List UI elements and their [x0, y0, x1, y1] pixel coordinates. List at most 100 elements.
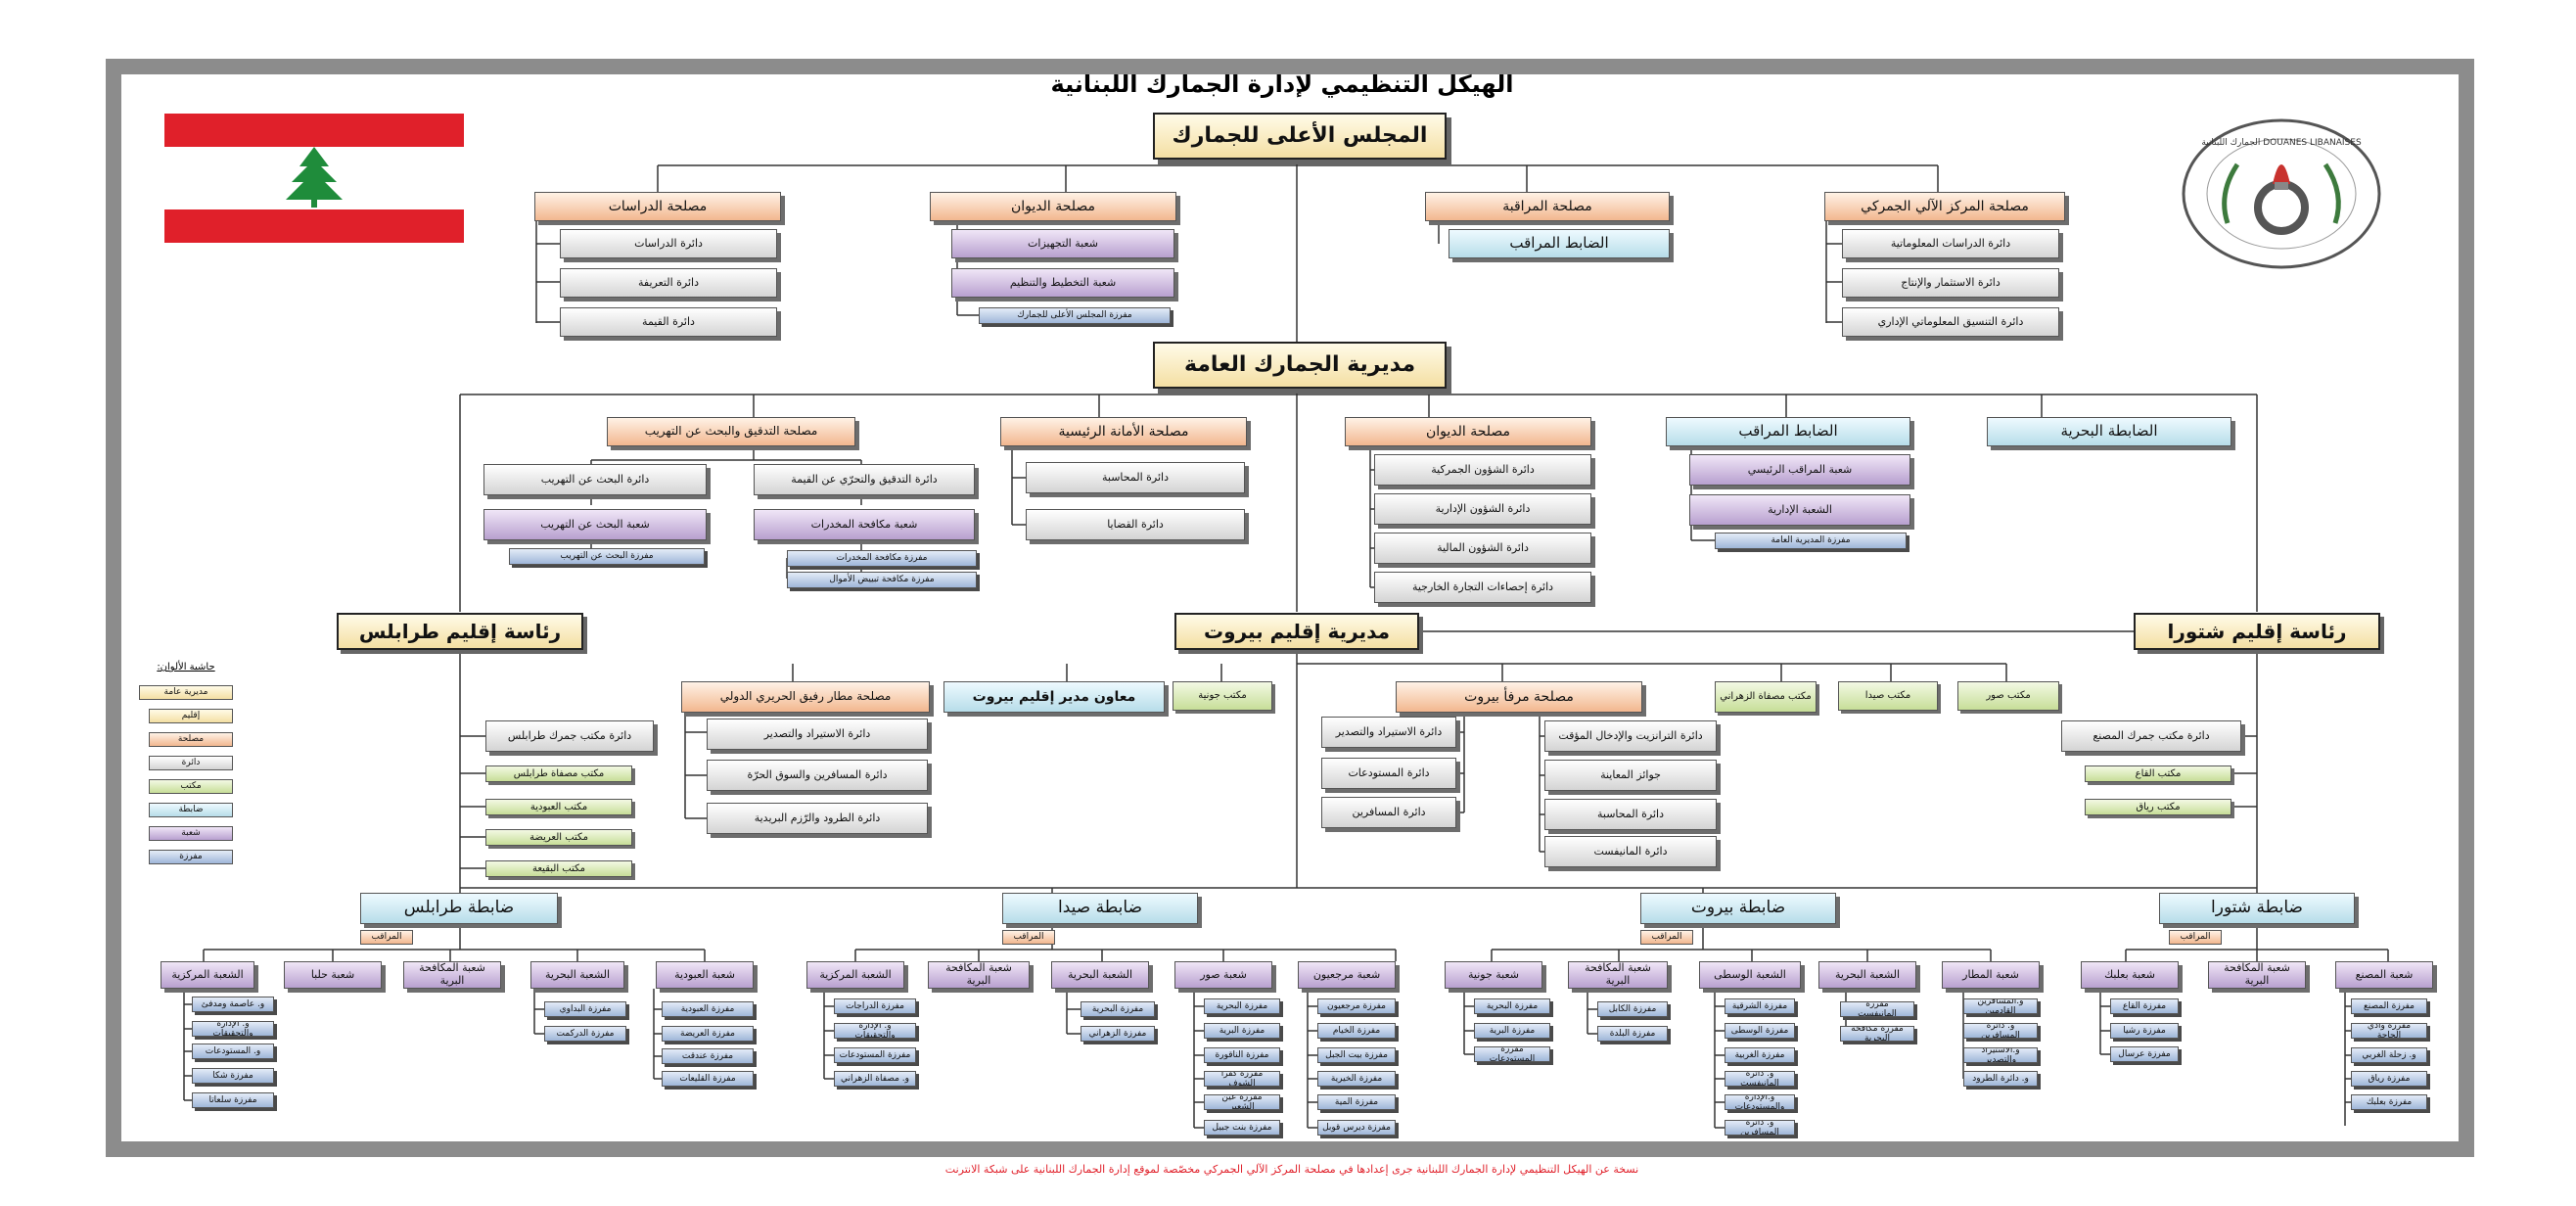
tripoli-section[interactable]: شعبة المكافحة البرية — [403, 961, 501, 989]
tripoli-section[interactable]: شعبة العبودية — [656, 961, 754, 989]
saida-detachment[interactable]: و. الإدارة والتحقيقات — [834, 1023, 916, 1039]
saida-detachment[interactable]: مفرزة الزهراني — [1081, 1026, 1155, 1042]
beirut-detachment[interactable]: و. دائرة المسافرين — [1725, 1120, 1795, 1136]
saida-detachment[interactable]: مفرزة مرجعيون — [1317, 998, 1396, 1014]
audit-right-item[interactable]: دائرة التدقيق والتحرّي عن القيمة — [754, 464, 975, 495]
beirut-detachment[interactable]: مفرزة البحرية — [1474, 998, 1550, 1014]
diwan-service[interactable]: مصلحة الديوان — [1345, 417, 1591, 446]
port-left-item[interactable]: دائرة المسافرين — [1321, 797, 1456, 828]
computer-item[interactable]: دائرة الاستثمار والإنتاج — [1842, 268, 2059, 298]
chtaura-detachment[interactable]: مفرزة رشيا — [2110, 1023, 2179, 1039]
tripoli-section[interactable]: شعبة حلبا — [284, 961, 382, 989]
tripoli-section[interactable]: الشعبة البحرية — [530, 961, 624, 989]
tripoli-customs-office[interactable]: دائرة مكتب جمرك طرابلس — [485, 720, 654, 752]
chtaura-brigade-sub[interactable]: المراقب — [2169, 930, 2222, 945]
chtaura-office-item[interactable]: مكتب رياق — [2085, 799, 2231, 815]
beirut-section[interactable]: شعبة المطار — [1942, 961, 2040, 989]
tripoli-detachment[interactable]: مفرزة الدركمت — [544, 1026, 626, 1042]
saida-detachment[interactable]: مفرزة البحرية — [1204, 998, 1280, 1014]
studies-item[interactable]: دائرة الدراسات — [560, 229, 777, 258]
beirut-deputy-director[interactable]: معاون مدير إقليم بيروت — [943, 681, 1165, 713]
chtaura-brigade[interactable]: ضابطة شتورا — [2159, 893, 2355, 924]
supreme-council[interactable]: المجلس الأعلى للجمارك — [1153, 113, 1447, 160]
tripoli-office-item[interactable]: مكتب البقيعة — [485, 860, 632, 877]
beirut-detachment[interactable]: مفرزة المانيفست — [1840, 1001, 1914, 1017]
general-directorate[interactable]: مديرية الجمارك العامة — [1153, 342, 1447, 389]
port-right-item[interactable]: دائرة المحاسبة — [1544, 799, 1717, 830]
chtaura-detachment[interactable]: مفرزة المصنع — [2351, 998, 2427, 1014]
beirut-detachment[interactable]: مفرزة الوسطى — [1725, 1023, 1795, 1039]
saida-section[interactable]: شعبة المكافحة البرية — [928, 961, 1030, 989]
saida-detachment[interactable]: مفرزة الخيرية — [1317, 1071, 1396, 1087]
beirut-section[interactable]: الشعبة الوسطى — [1699, 961, 1801, 989]
beirut-detachment[interactable]: و. دائرة المسافرين — [1963, 1023, 2038, 1039]
beirut-detachment[interactable]: مفرزة الكابل — [1597, 1001, 1668, 1017]
airport-item[interactable]: دائرة الطرود والرّزم البريدية — [707, 803, 928, 834]
audit-right-detachment[interactable]: مفرزة مكافحة المخدرات — [787, 550, 977, 567]
beirut-port-service[interactable]: مصلحة مرفأ بيروت — [1396, 681, 1642, 713]
chtaura-detachment[interactable]: و. زحلة الغربي — [2351, 1047, 2427, 1063]
airport-item[interactable]: دائرة المسافرين والسوق الحرّة — [707, 760, 928, 791]
tripoli-detachment[interactable]: مفرزة عندقت — [662, 1048, 754, 1064]
chtaura-region[interactable]: رئاسة إقليم شتورا — [2134, 613, 2380, 650]
saida-detachment[interactable]: مفرزة بيت الجبل — [1317, 1047, 1396, 1063]
studies-item[interactable]: دائرة التعريفة — [560, 268, 777, 298]
beirut-section[interactable]: الشعبة البحرية — [1818, 961, 1916, 989]
saida-detachment[interactable]: مفرزة المستودعات — [834, 1047, 916, 1063]
beirut-detachment[interactable]: و. دائرة الطرود — [1963, 1071, 2038, 1087]
saida-detachment[interactable]: مفرزة بنت جبيل — [1204, 1120, 1280, 1136]
masnaa-customs-office[interactable]: دائرة مكتب جمرك المصنع — [2061, 720, 2241, 752]
diwan-general-item[interactable]: دائرة الشؤون المالية — [1374, 533, 1591, 564]
jounieh-office[interactable]: مكتب جونية — [1173, 681, 1272, 711]
audit-right-detachment[interactable]: مفرزة مكافحة تبييض الأموال — [787, 572, 977, 588]
south-office[interactable]: مكتب مصفاة الزهراني — [1715, 681, 1817, 713]
tripoli-detachment[interactable]: مفرزة البداوي — [544, 1001, 626, 1017]
audit-left-item[interactable]: شعبة البحث عن التهريب — [483, 509, 707, 540]
beirut-detachment[interactable]: مفرزة البلدة — [1597, 1026, 1668, 1042]
tripoli-detachment[interactable]: و. المستودعات — [192, 1044, 274, 1059]
saida-detachment[interactable]: و. مصفاة الزهراني — [834, 1071, 916, 1087]
diwan-general-item[interactable]: دائرة الشؤون الجمركية — [1374, 454, 1591, 486]
studies-item[interactable]: دائرة القيمة — [560, 307, 777, 337]
beirut-detachment[interactable]: مفرزة المستودعات — [1474, 1046, 1550, 1062]
chtaura-section[interactable]: شعبة المكافحة البرية — [2208, 961, 2306, 989]
tripoli-office-item[interactable]: مكتب العبودية — [485, 799, 632, 815]
secretariat-item[interactable]: دائرة القضايا — [1026, 509, 1245, 540]
tripoli-detachment[interactable]: مفرزة القليعات — [662, 1071, 754, 1087]
saida-brigade-sub[interactable]: المراقب — [1002, 930, 1055, 945]
tripoli-section[interactable]: الشعبة المركزية — [161, 961, 254, 989]
tripoli-office-item[interactable]: مكتب مصفاة طرابلس — [485, 765, 632, 782]
tripoli-region[interactable]: رئاسة إقليم طرابلس — [337, 613, 583, 650]
chtaura-section[interactable]: شعبة المصنع — [2335, 961, 2433, 989]
port-left-item[interactable]: دائرة المستودعات — [1321, 758, 1456, 789]
saida-section[interactable]: الشعبة المركزية — [806, 961, 904, 989]
diwan-general-item[interactable]: دائرة الشؤون الإدارية — [1374, 493, 1591, 525]
saida-detachment[interactable]: مفرزة الخيام — [1317, 1023, 1396, 1039]
beirut-brigade-sub[interactable]: المراقب — [1640, 930, 1693, 945]
beirut-section[interactable]: شعبة جونية — [1445, 961, 1542, 989]
secretariat-item[interactable]: دائرة المحاسبة — [1026, 462, 1245, 493]
saida-section[interactable]: شعبة مرجعيون — [1298, 961, 1396, 989]
saida-detachment[interactable]: مفرزة الناقورة — [1204, 1047, 1280, 1063]
chtaura-detachment[interactable]: مفرزة القاع — [2110, 998, 2179, 1014]
diwan-item[interactable]: شعبة التخطيط والتنظيم — [951, 268, 1174, 298]
audit-left-item[interactable]: دائرة البحث عن التهريب — [483, 464, 707, 495]
port-left-item[interactable]: دائرة الاستيراد والتصدير — [1321, 717, 1456, 748]
beirut-region[interactable]: مديرية إقليم بيروت — [1174, 613, 1419, 650]
chtaura-detachment[interactable]: مفرزة رياق — [2351, 1071, 2427, 1087]
saida-detachment[interactable]: مفرزة عين الشعير — [1204, 1094, 1280, 1110]
saida-detachment[interactable]: مفرزة الدراجات — [834, 998, 916, 1014]
chtaura-office-item[interactable]: مكتب القاع — [2085, 765, 2231, 782]
tripoli-brigade-sub[interactable]: المراقب — [360, 930, 413, 945]
saida-section[interactable]: شعبة صور — [1174, 961, 1272, 989]
tripoli-brigade[interactable]: ضابطة طرابلس — [360, 893, 558, 924]
tripoli-detachment[interactable]: مفرزة سلعاتا — [192, 1092, 274, 1108]
inspector-officer[interactable]: الضابط المراقب — [1666, 417, 1910, 446]
marine-brigade[interactable]: الضابطة البحرية — [1987, 417, 2231, 446]
tripoli-detachment[interactable]: و. عاصمة ومدفئ — [192, 997, 274, 1012]
saida-detachment[interactable]: مفرزة المية — [1317, 1094, 1396, 1110]
beirut-detachment[interactable]: و.الاستيراد والتصدير — [1963, 1047, 2038, 1063]
audit-service[interactable]: مصلحة التدقيق والبحث عن التهريب — [607, 417, 855, 446]
saida-detachment[interactable]: مفرزة البحرية — [1081, 1001, 1155, 1017]
computer-item[interactable]: دائرة التنسيق المعلوماتي الإداري — [1842, 307, 2059, 337]
